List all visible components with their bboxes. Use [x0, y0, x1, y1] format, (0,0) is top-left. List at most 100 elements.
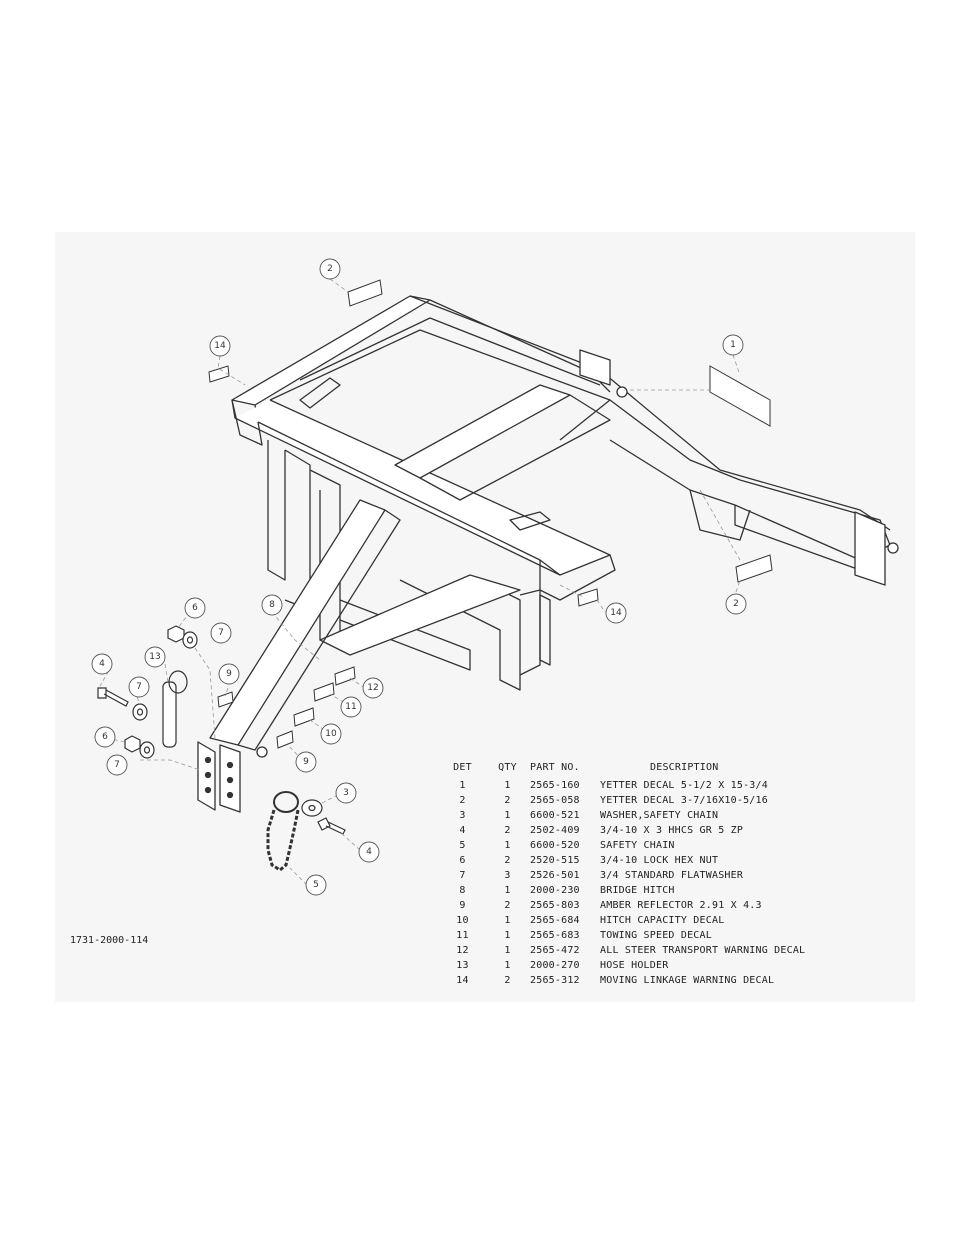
cell-det: 14	[456, 975, 469, 986]
cell-part-no: 2565-683	[530, 930, 580, 941]
callouts	[91, 258, 747, 896]
cell-det: 6	[459, 855, 466, 866]
decal-11	[313, 682, 335, 702]
callout-5: 5	[313, 880, 319, 890]
cell-description: HOSE HOLDER	[600, 960, 669, 971]
decal-14-left	[208, 365, 230, 383]
bolt-left	[97, 687, 129, 707]
callout-6-bottom: 6	[102, 732, 108, 742]
callout-4-right: 4	[366, 847, 372, 857]
decal-9-bottom	[276, 730, 294, 749]
cell-det: 10	[456, 915, 469, 926]
table-row: 4 2 2502-409 3/4-10 X 3 HHCS GR 5 ZP	[440, 823, 820, 838]
cell-description: WASHER,SAFETY CHAIN	[600, 810, 719, 821]
cell-part-no: 2565-160	[530, 780, 580, 791]
cell-part-no: 2520-515	[530, 855, 580, 866]
decal-10	[293, 707, 315, 727]
cell-qty: 2	[504, 825, 511, 836]
cell-part-no: 2565-058	[530, 795, 580, 806]
callout-2-right: 2	[733, 599, 739, 609]
callout-7-top: 7	[218, 628, 224, 638]
cell-det: 8	[459, 885, 466, 896]
callout-1: 1	[730, 340, 736, 350]
cell-det: 11	[456, 930, 469, 941]
bridge-hitch-frame	[197, 295, 899, 813]
cell-qty: 1	[504, 945, 511, 956]
table-row: 2 2 2565-058 YETTER DECAL 3-7/16X10-5/16	[440, 793, 820, 808]
cell-det: 5	[459, 840, 466, 851]
callout-4-left: 4	[99, 659, 105, 669]
header-description: DESCRIPTION	[650, 761, 719, 773]
cell-description: 3/4-10 LOCK HEX NUT	[600, 855, 719, 866]
drawing-number: 1731-2000-114	[70, 935, 149, 946]
header-qty: QTY	[498, 761, 517, 773]
cell-qty: 2	[504, 795, 511, 806]
cell-qty: 1	[504, 960, 511, 971]
callout-13: 13	[149, 652, 160, 662]
safety-chain	[266, 809, 300, 872]
nut-bottom	[124, 735, 141, 753]
decal-12	[334, 666, 356, 686]
cell-description: AMBER REFLECTOR 2.91 X 4.3	[600, 900, 762, 911]
cell-description: YETTER DECAL 3-7/16X10-5/16	[600, 795, 768, 806]
header-det: DET	[453, 761, 472, 773]
cell-qty: 1	[504, 780, 511, 791]
cell-qty: 1	[504, 930, 511, 941]
table-row: 7 3 2526-501 3/4 STANDARD FLATWASHER	[440, 868, 820, 883]
cell-qty: 3	[504, 870, 511, 881]
cell-part-no: 2565-312	[530, 975, 580, 986]
callout-3: 3	[343, 788, 349, 798]
hardware-parts	[97, 625, 346, 872]
cell-det: 3	[459, 810, 466, 821]
decals	[208, 279, 773, 749]
decal-2-top	[347, 279, 383, 307]
cell-description: BRIDGE HITCH	[600, 885, 675, 896]
cell-det: 9	[459, 900, 466, 911]
callout-9-top: 9	[226, 669, 232, 679]
bolt-chain	[317, 817, 346, 835]
cell-description: 3/4 STANDARD FLATWASHER	[600, 870, 744, 881]
callout-12: 12	[367, 683, 378, 693]
cell-det: 4	[459, 825, 466, 836]
callout-14-left: 14	[214, 341, 226, 351]
cell-part-no: 2526-501	[530, 870, 580, 881]
callout-10: 10	[325, 729, 337, 739]
cell-qty: 1	[504, 840, 511, 851]
decal-9-top	[217, 691, 234, 708]
cell-qty: 1	[504, 915, 511, 926]
callout-9-bottom: 9	[303, 757, 309, 767]
cell-det: 1	[459, 780, 466, 791]
cell-part-no: 6600-520	[530, 840, 580, 851]
callout-labels: 2 14 1 2 14 8 6 7 4 13 7 9 12 11 10 9 6 …	[99, 264, 739, 890]
cell-det: 12	[456, 945, 469, 956]
cell-description: 3/4-10 X 3 HHCS GR 5 ZP	[600, 825, 744, 836]
decal-2-right	[735, 554, 773, 583]
cell-qty: 2	[504, 975, 511, 986]
decal-1	[709, 365, 771, 427]
nut-top	[167, 625, 185, 643]
cell-part-no: 2000-270	[530, 960, 580, 971]
callout-7-bottom: 7	[114, 760, 120, 770]
cell-det: 7	[459, 870, 466, 881]
cell-description: MOVING LINKAGE WARNING DECAL	[600, 975, 775, 986]
cell-description: TOWING SPEED DECAL	[600, 930, 712, 941]
chain-ring	[273, 791, 299, 813]
decal-14-right	[577, 588, 599, 607]
cell-det: 2	[459, 795, 466, 806]
parts-table-header: DET QTY PART NO. DESCRIPTION	[440, 760, 820, 778]
cell-description: ALL STEER TRANSPORT WARNING DECAL	[600, 945, 806, 956]
callout-7-left: 7	[136, 682, 142, 692]
callout-6-top: 6	[192, 603, 198, 613]
cell-part-no: 2502-409	[530, 825, 580, 836]
cell-qty: 2	[504, 855, 511, 866]
callout-2-top: 2	[327, 264, 333, 274]
